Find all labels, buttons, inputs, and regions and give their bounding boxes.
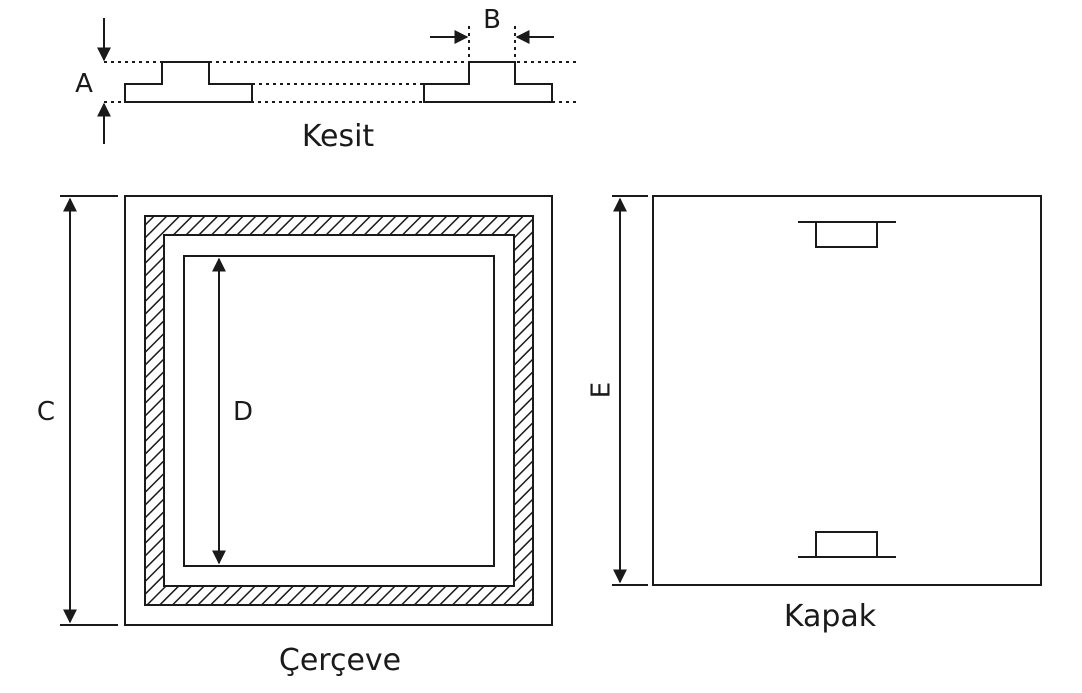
- dim-c-label: C: [37, 397, 55, 427]
- dim-d-label: D: [233, 397, 253, 427]
- frame-inner-rect: [183, 255, 495, 567]
- frame-hatched-band: [144, 215, 534, 606]
- cover-outer-rect: [652, 195, 1042, 586]
- section-right-profile: [423, 61, 553, 103]
- frame-view: [60, 195, 553, 626]
- cover-view: [612, 195, 1042, 586]
- cover-caption: Kapak: [784, 599, 877, 634]
- dim-b-label: B: [483, 5, 501, 35]
- frame-caption: Çerçeve: [279, 643, 401, 678]
- cover-top-handle: [815, 221, 878, 248]
- dim-e-label: E: [587, 382, 617, 398]
- section-caption: Kesit: [302, 119, 375, 154]
- section-left-profile: [124, 61, 253, 103]
- dim-a-label: A: [75, 69, 93, 99]
- cover-bottom-handle: [815, 531, 878, 558]
- section-view: [97, 18, 580, 144]
